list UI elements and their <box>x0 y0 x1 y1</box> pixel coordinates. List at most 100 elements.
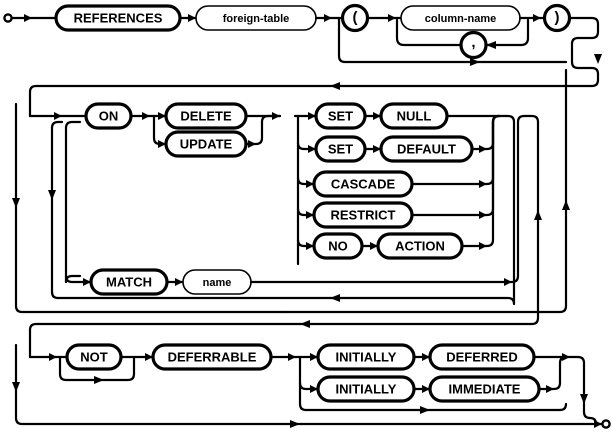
node-on-label: ON <box>99 108 119 123</box>
node-references-label: REFERENCES <box>74 10 163 25</box>
node-restrict: RESTRICT <box>312 201 414 229</box>
node-lparen-label: ( <box>353 9 358 26</box>
arrow-into-initially1 <box>310 353 318 361</box>
node-lparen: ( <box>340 3 370 33</box>
rail-update-rejoin <box>244 114 282 146</box>
arrow-initially-skip <box>420 406 430 414</box>
node-no: NO <box>312 232 364 260</box>
node-null: NULL <box>379 102 449 130</box>
arrow-into-delete <box>158 112 166 120</box>
arrow-action-out <box>479 242 487 250</box>
rail-fan-to-restrict <box>296 207 316 217</box>
node-on: ON <box>84 102 133 130</box>
node-foreign-table-label: foreign-table <box>223 13 290 25</box>
node-null-label: NULL <box>397 108 432 123</box>
arrow-columnlist-bypass <box>470 58 480 66</box>
node-cascade-label: CASCADE <box>331 176 396 191</box>
rail-row2-collector-a <box>497 114 516 302</box>
rail-row2-far-right <box>283 68 568 314</box>
rail-comma-loop-left <box>395 18 463 47</box>
node-initially-1-label: INITIALLY <box>336 349 397 364</box>
rail-initially-skip <box>298 355 562 412</box>
node-comma-label: , <box>471 34 475 51</box>
node-rparen-label: ) <box>555 9 560 26</box>
arrow-not-to-deferrable <box>145 353 153 361</box>
node-foreign-table: foreign-table <box>195 5 317 31</box>
arrow-deferrable-out <box>288 353 296 361</box>
node-not: NOT <box>65 343 123 371</box>
arrow-entry-to-not <box>49 353 57 361</box>
arrow-row2-bypass-down <box>12 198 20 208</box>
rail-inner-loop-b-top <box>64 120 82 130</box>
node-initially-2: INITIALLY <box>316 375 416 403</box>
node-default-label: DEFAULT <box>397 141 456 156</box>
rail-inner-loop-b-bottom <box>64 274 82 284</box>
node-action-label: ACTION <box>395 238 445 253</box>
node-immediate-label: IMMEDIATE <box>449 381 521 396</box>
node-initially-1: INITIALLY <box>316 343 416 371</box>
rail-row3-collector <box>576 355 592 420</box>
arrow-row2-entry <box>330 82 340 90</box>
node-name-label: name <box>203 277 232 289</box>
node-update: UPDATE <box>164 130 248 158</box>
node-deferred: DEFERRED <box>428 343 536 371</box>
node-match: MATCH <box>89 268 169 296</box>
arrow-to-set2 <box>308 145 316 153</box>
arrow-to-restrict <box>306 211 314 219</box>
arrow-inner-loop-a <box>48 190 56 200</box>
arrow-delete-out <box>272 112 280 120</box>
arrow-set1-to-null <box>373 112 381 120</box>
node-set-2-label: SET <box>328 141 353 156</box>
rail-fan-to-set2 <box>296 141 318 151</box>
arrow-row2-far-right-down <box>562 200 570 210</box>
rail-fan-to-cascade <box>296 176 316 186</box>
arrow-default-out <box>479 145 487 153</box>
node-not-label: NOT <box>80 349 108 364</box>
rail-comma-loop-right <box>484 18 530 47</box>
rail-row2-group-bypass <box>14 102 287 314</box>
node-immediate: IMMEDIATE <box>428 375 541 403</box>
node-deferrable: DEFERRABLE <box>151 343 273 371</box>
rail-to-match <box>64 274 93 284</box>
node-column-name: column-name <box>400 5 521 31</box>
arrow-initially1-to-deferred <box>422 353 430 361</box>
arrow-lparen-to-colname <box>388 14 396 22</box>
rail-row2-to-row3 <box>28 322 302 359</box>
arrow-row3-collector-down <box>580 394 588 404</box>
rail-fan-to-initially2 <box>298 381 320 391</box>
arrow-update-out <box>248 140 256 148</box>
arrow-comma-loop <box>486 41 496 49</box>
arrow-restrict-out <box>479 211 487 219</box>
rail-row1-to-row2 <box>568 16 600 82</box>
arrow-ftable-to-lparen <box>324 14 332 22</box>
arrow-to-match <box>83 278 91 286</box>
node-initially-2-label: INITIALLY <box>336 381 397 396</box>
rail-fan-to-no <box>296 238 316 248</box>
arrow-cascade-out <box>479 180 487 188</box>
node-set-2: SET <box>314 135 367 163</box>
node-match-label: MATCH <box>106 274 152 289</box>
arrow-on-to-delete <box>142 112 150 120</box>
node-default: DEFAULT <box>379 135 474 163</box>
arrow-set2-to-default <box>373 145 381 153</box>
rail-row2-entry-left <box>28 78 600 118</box>
rail-default-rejoin <box>470 114 501 151</box>
node-name: name <box>182 269 252 295</box>
rail-inner-loop-a-bottom <box>50 290 332 300</box>
node-references: REFERENCES <box>54 4 182 32</box>
rail-inner-loop-a-top <box>50 120 64 130</box>
arrow-collector-b-down <box>534 210 542 220</box>
node-comma: , <box>459 30 488 60</box>
node-update-label: UPDATE <box>180 136 233 151</box>
arrow-row2-loopback <box>330 294 340 302</box>
node-deferrable-label: DEFERRABLE <box>168 349 257 364</box>
arrow-to-initially2 <box>310 385 318 393</box>
node-cascade: CASCADE <box>312 170 414 198</box>
end-marker <box>601 419 611 429</box>
rail-optional-columnlist-bypass <box>337 16 568 64</box>
node-delete: DELETE <box>164 102 248 130</box>
node-restrict-label: RESTRICT <box>331 207 396 222</box>
arrow-to-cascade <box>306 180 314 188</box>
